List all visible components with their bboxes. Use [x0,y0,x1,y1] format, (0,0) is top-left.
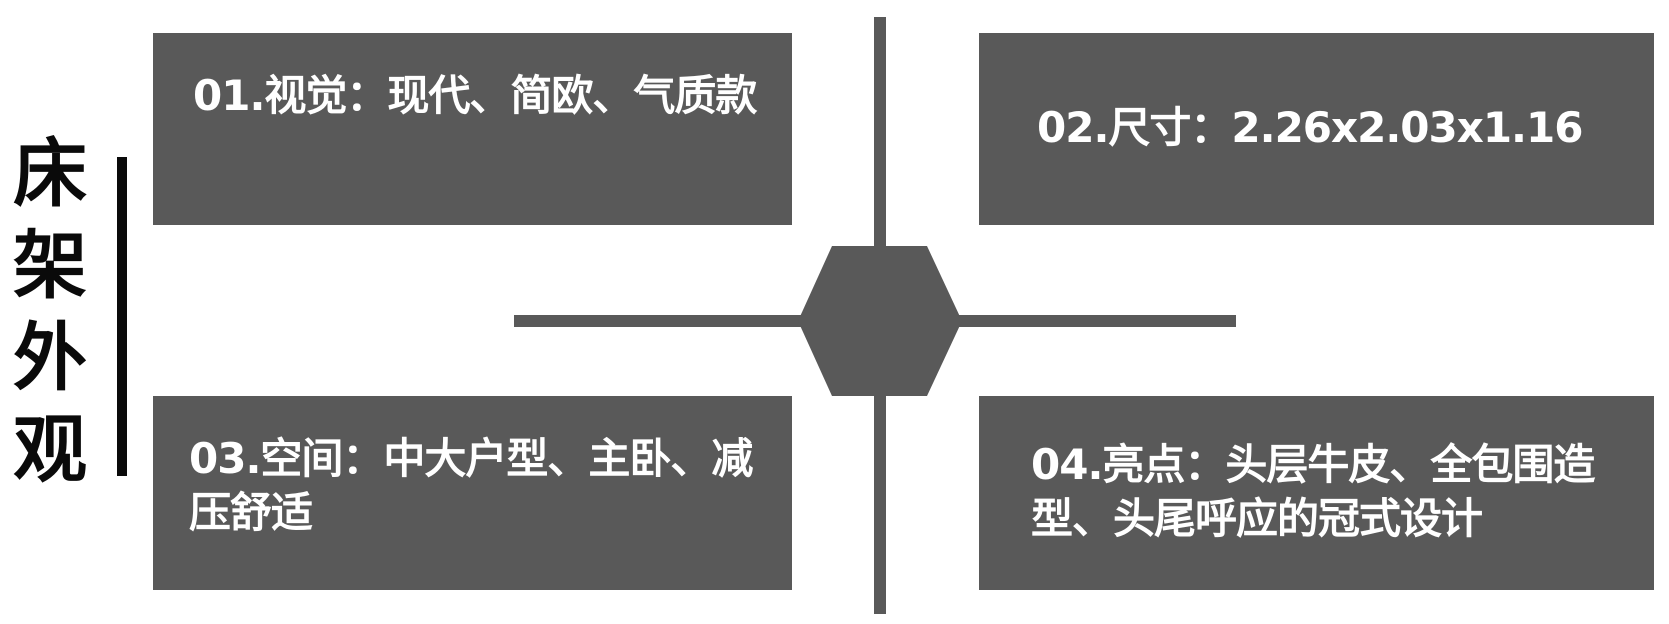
title-char: 外 [13,315,87,401]
feature-text: 01.视觉：现代、简欧、气质款 [193,71,757,120]
center-hexagon-icon [798,246,962,396]
feature-box-visual: 01.视觉：现代、简欧、气质款 [153,33,792,225]
title-divider-bar [117,157,127,476]
feature-box-highlights: 04.亮点：头层牛皮、全包围造型、头尾呼应的冠式设计 [979,396,1654,590]
feature-text: 04.亮点：头层牛皮、全包围造型、头尾呼应的冠式设计 [1031,440,1595,543]
title-char: 床 [13,131,87,217]
section-title: 床 架 外 观 [8,128,92,496]
feature-box-space: 03.空间：中大户型、主卧、减压舒适 [153,396,792,590]
feature-box-size: 02.尺寸：2.26x2.03x1.16 [979,33,1654,225]
feature-text: 02.尺寸：2.26x2.03x1.16 [1037,103,1583,152]
title-char: 架 [13,223,87,309]
feature-text: 03.空间：中大户型、主卧、减压舒适 [189,434,753,537]
title-char: 观 [13,407,87,493]
